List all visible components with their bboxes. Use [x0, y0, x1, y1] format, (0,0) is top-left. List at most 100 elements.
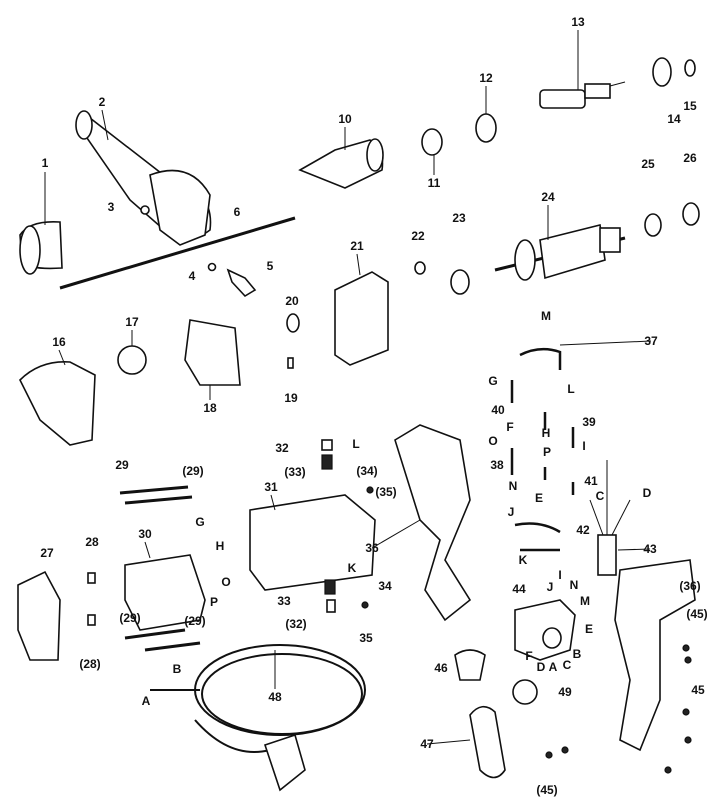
callout-label: 36 [365, 541, 379, 555]
callout-label: 46 [434, 661, 448, 675]
callout-label: 3 [107, 200, 115, 214]
callout-label: K [518, 553, 528, 567]
part-49-knob [512, 679, 538, 705]
leader-lines [44, 30, 652, 745]
callout-label: F [506, 420, 514, 434]
callout-label: L [567, 382, 575, 396]
part-46-lock [454, 649, 486, 681]
part-32b-brush [326, 599, 336, 613]
callout-label: A [141, 694, 151, 708]
part-29-screw [119, 485, 189, 495]
part-19-pin [287, 357, 294, 369]
part-10-chuck [298, 138, 384, 189]
callout-label: 21 [350, 239, 364, 253]
callout-label: 14 [667, 112, 681, 126]
callout-label: 19 [284, 391, 298, 405]
callout-label: P [209, 595, 219, 609]
part-6-depth-rod [59, 216, 296, 290]
callout-label: B [172, 662, 182, 676]
part-28b-bushing [87, 614, 96, 626]
callout-label: I [582, 439, 586, 453]
part-14-bearing [652, 57, 672, 87]
part-2-side-handle [75, 110, 212, 246]
callout-label: K [347, 561, 357, 575]
callout-label: (29) [184, 614, 206, 628]
part-17-gear [117, 345, 147, 375]
part-29b-screw [124, 495, 193, 505]
callout-label: 20 [285, 294, 299, 308]
callout-label: H [215, 539, 225, 553]
part-43-capacitor [589, 460, 631, 576]
callout-label: 18 [203, 401, 217, 415]
callout-label: 23 [452, 211, 466, 225]
callout-label: (33) [284, 465, 306, 479]
callout-label: (28) [79, 657, 101, 671]
callout-label: J [507, 505, 515, 519]
callout-label: 26 [683, 151, 697, 165]
part-27-end-cap [17, 570, 61, 661]
callout-label: 32 [275, 441, 289, 455]
callout-label: 5 [266, 259, 274, 273]
callout-label: O [488, 434, 498, 448]
callout-label: 48 [268, 690, 282, 704]
callout-label: 29 [115, 458, 129, 472]
callout-label: 35 [359, 631, 373, 645]
callout-label: C [595, 489, 605, 503]
part-37-cable [519, 347, 562, 370]
callout-label: (32) [285, 617, 307, 631]
callout-label: (35) [375, 485, 397, 499]
callout-label: 41 [584, 474, 598, 488]
callout-label: E [584, 622, 594, 636]
part-33b-brush-holder [324, 579, 336, 595]
callout-label: 17 [125, 315, 139, 329]
callout-label: N [569, 578, 579, 592]
part-29c-screw [124, 628, 186, 640]
part-5-wing-screw [226, 268, 257, 298]
part-18-gasket [184, 319, 241, 386]
callout-label: H [541, 426, 551, 440]
part-13-spindle [539, 81, 626, 109]
callout-label: 15 [683, 99, 697, 113]
callout-label: P [542, 445, 552, 459]
callout-label: 24 [541, 190, 555, 204]
callout-label: 2 [98, 95, 106, 109]
part-29d-screw [144, 641, 201, 652]
callout-label: 42 [576, 523, 590, 537]
callout-label: A [548, 660, 558, 674]
callout-label: 11 [427, 176, 441, 190]
part-1-collar [19, 220, 63, 275]
callout-label: M [541, 309, 551, 323]
part-16-gear-housing [19, 361, 96, 446]
callout-label: 6 [233, 205, 241, 219]
part-15-ring [684, 59, 696, 77]
callout-label: 25 [641, 157, 655, 171]
callout-label: N [508, 479, 518, 493]
part-24-armature [494, 224, 626, 281]
part-42-cable [514, 522, 561, 552]
callout-label: 10 [338, 112, 352, 126]
part-44-switch [514, 599, 576, 661]
callout-label: 4 [188, 269, 196, 283]
callout-label: 1 [41, 156, 49, 170]
part-32-brush [321, 439, 333, 451]
part-21-intermediate-flange [334, 271, 389, 366]
callout-label: 39 [582, 415, 596, 429]
callout-label: 27 [40, 546, 54, 560]
callout-label: 40 [491, 403, 505, 417]
callout-label: O [221, 575, 231, 589]
part-36-handle-half [394, 424, 472, 622]
callout-label: D [642, 486, 652, 500]
callout-label: (29) [119, 611, 141, 625]
callout-label: (29) [182, 464, 204, 478]
callout-label: 45 [691, 683, 705, 697]
callout-label: 22 [411, 229, 425, 243]
part-30-stator [124, 554, 206, 631]
part-47-trigger [469, 705, 506, 779]
callout-label: 34 [378, 579, 392, 593]
callout-label: 44 [512, 582, 526, 596]
callout-label: F [525, 649, 533, 663]
callout-label: G [488, 374, 498, 388]
callout-label: L [352, 437, 360, 451]
